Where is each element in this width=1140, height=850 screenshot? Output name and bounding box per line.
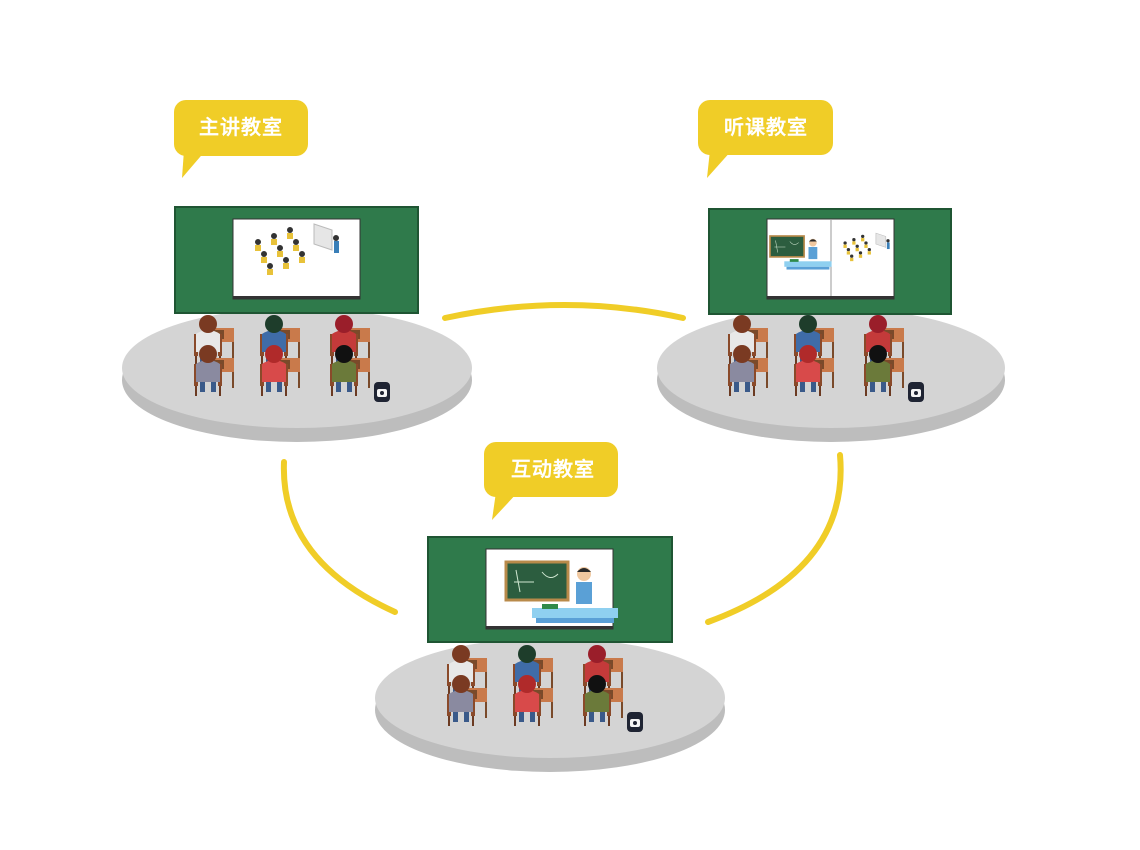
blackboard: [427, 536, 673, 643]
classroom-label: 主讲教室: [199, 115, 283, 139]
classroom-label: 互动教室: [511, 457, 595, 481]
arc-listen-to-interactive: [705, 452, 844, 625]
connection-arcs: [280, 302, 844, 625]
speech-bubble: 互动教室: [484, 442, 618, 520]
arc-main-to-listen: [442, 302, 686, 321]
classroom-label: 听课教室: [724, 115, 808, 139]
speech-bubble: 主讲教室: [174, 100, 308, 178]
blackboard: [174, 206, 419, 314]
interactive-classroom: 互动教室: [375, 442, 725, 772]
main-classroom: 主讲教室: [122, 100, 472, 442]
blackboard: [708, 208, 952, 315]
listen-classroom: 听课教室: [657, 100, 1005, 442]
arc-main-to-interactive: [280, 459, 398, 615]
speech-bubble: 听课教室: [698, 100, 833, 178]
